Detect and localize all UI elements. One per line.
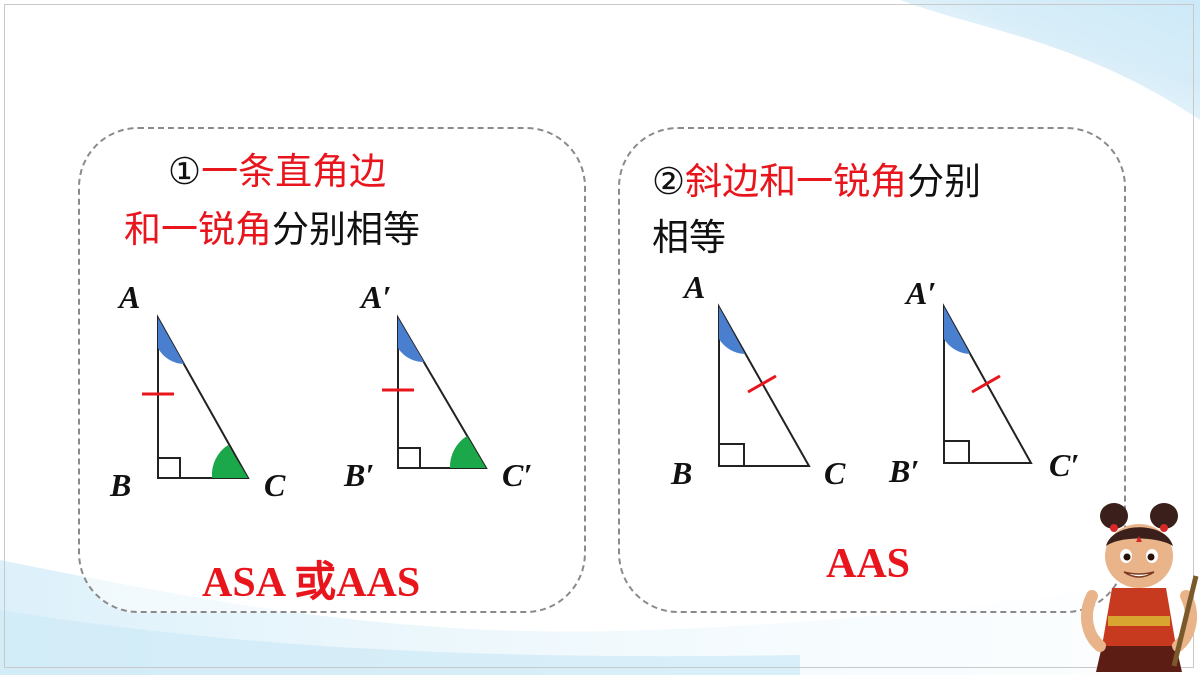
angle-a-prime-marker [398,318,424,363]
panel2-triangle-right: A′ B′ C′ [888,275,1079,489]
angle-c-prime-marker [449,436,486,468]
panel2-result: AAS [826,541,911,587]
right-angle-marker [719,443,745,466]
panel2-condition-line2: 相等 [652,210,726,266]
vertex-c-prime-label: C′ [502,457,532,493]
vertex-c-label: C [264,467,286,503]
vertex-a-label: A [682,269,705,305]
panel-case-2 [618,127,1126,613]
panel1-triangle-left: A B C [109,279,286,503]
vertex-a-label: A [117,279,140,315]
panel1-condition-red-1: 一条直角边 [201,150,387,193]
panel2-condition-black-1: 分别 [907,160,982,203]
panel1-condition-line2: 和一锐角分别相等 [124,202,420,258]
panel1-condition-red-2: 和一锐角 [124,208,272,251]
equal-hypotenuse-tick [747,374,777,394]
panel2-condition-line1: ②斜边和一锐角分别 [652,154,981,210]
vertex-b-prime-label: B′ [343,457,374,493]
cartoon-mascot-image [1080,503,1199,672]
vertex-c-label: C [824,455,846,491]
right-angle-marker [398,447,421,468]
angle-a-prime-marker [944,307,970,354]
panel2-number: ② [652,160,686,203]
panel2-condition-black-2: 相等 [652,216,726,259]
right-angle-marker [944,440,970,463]
vertex-c-prime-label: C′ [1049,447,1079,483]
vertex-b-label: B [109,467,131,503]
vertex-b-label: B [670,455,692,491]
right-angle-marker [158,457,181,478]
panel1-triangle-right: A′ B′ C′ [343,279,532,493]
panel2-triangle-left: A B C [670,269,846,491]
panel1-condition-line1: ①一条直角边 [168,144,386,200]
angle-a-marker [719,307,745,354]
panel2-condition-red: 斜边和一锐角 [685,160,908,203]
panel1-condition-black: 分别相等 [272,208,420,251]
equal-hypotenuse-tick [971,374,1001,394]
vertex-a-prime-label: A′ [904,275,936,311]
angle-c-marker [211,445,248,478]
panel1-number: ① [168,150,202,193]
panel1-result: ASA 或AAS [202,560,421,606]
vertex-b-prime-label: B′ [888,453,919,489]
panel-case-1 [78,127,586,613]
angle-a-marker [158,318,184,364]
vertex-a-prime-label: A′ [359,279,391,315]
